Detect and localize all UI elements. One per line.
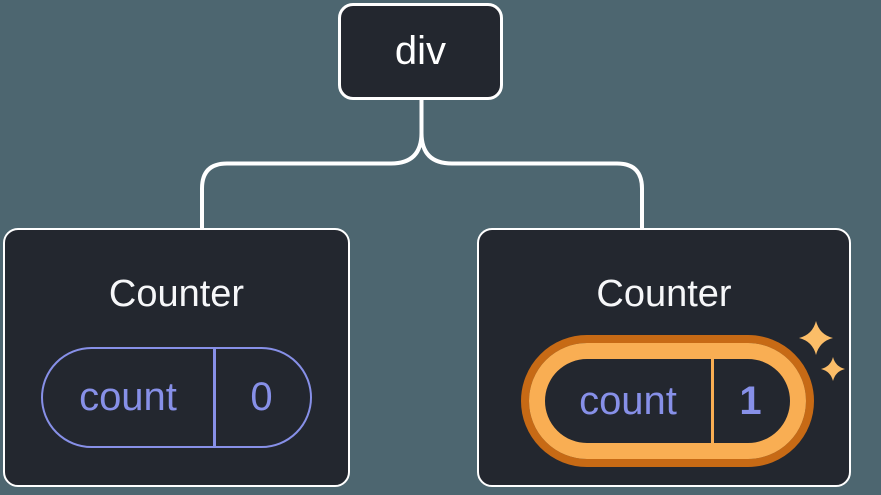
state-pill-highlight-ring: count 1 [529, 343, 806, 459]
pill-divider [213, 349, 216, 446]
state-pill-highlighted: count 1 [521, 335, 814, 467]
state-value: 1 [739, 378, 762, 423]
state-value: 0 [250, 375, 273, 419]
state-pill: count 0 [41, 347, 312, 448]
counter-card-right: Counter count 1 [477, 228, 851, 487]
state-key-label: count [579, 378, 677, 423]
state-key-label: count [79, 375, 177, 419]
counter-title: Counter [596, 273, 732, 315]
counter-card-left: Counter count 0 [3, 228, 350, 487]
tree-node-div: div [338, 3, 503, 100]
sparkles-icon [799, 321, 845, 381]
tree-node-div-label: div [394, 29, 447, 73]
pill-divider [711, 349, 714, 451]
counter-title: Counter [108, 273, 245, 315]
